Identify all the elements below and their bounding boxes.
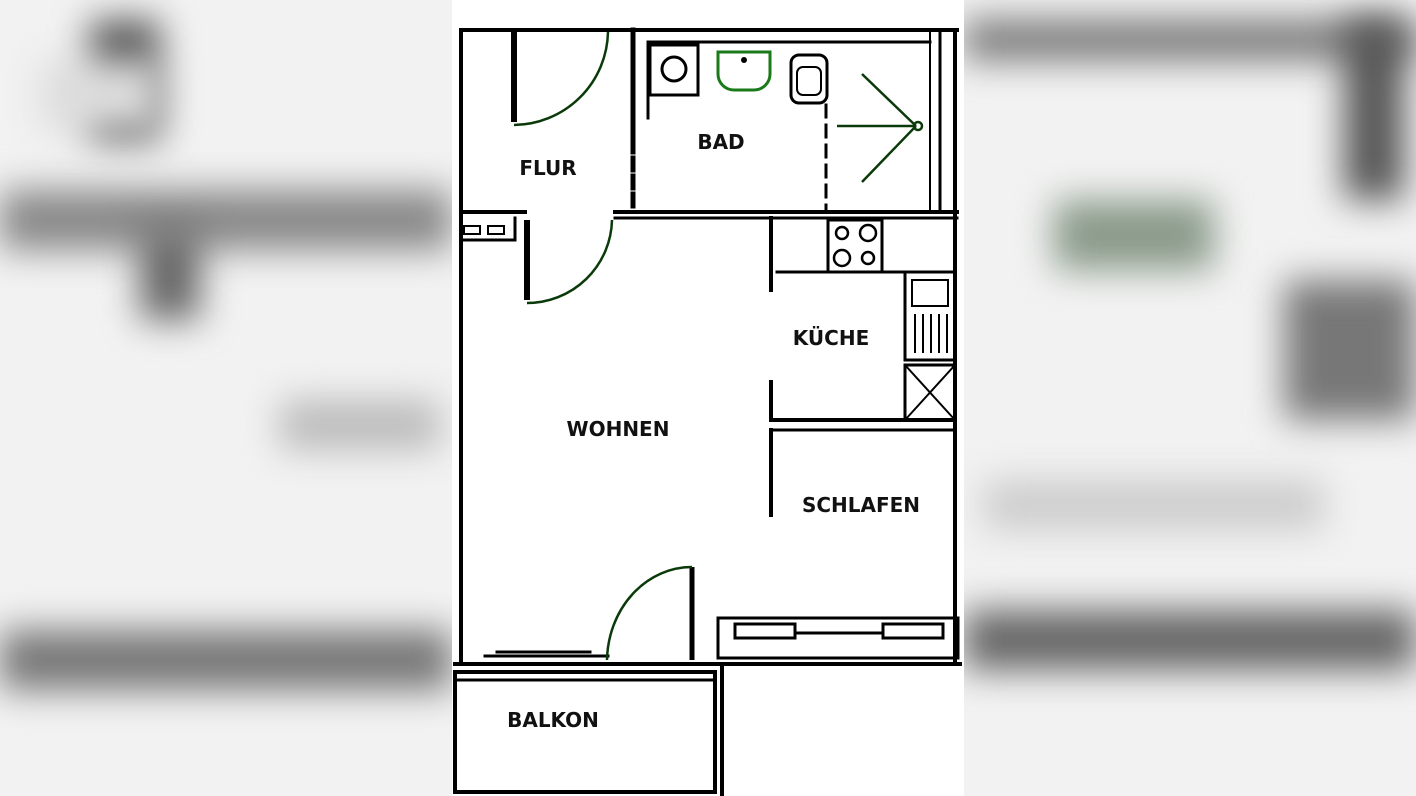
- door-swing-arc: [526, 219, 614, 305]
- bath-fixtures: [648, 43, 924, 183]
- room-label-flur: FLUR: [519, 156, 576, 180]
- toilet-icon: [789, 53, 829, 105]
- doors: [511, 31, 695, 661]
- room-label-kueche: KÜCHE: [793, 326, 869, 350]
- room-label-balkon: BALKON: [507, 708, 599, 732]
- room-label-schlafen: SCHLAFEN: [802, 493, 920, 517]
- shower-icon: [837, 73, 924, 183]
- cooktop-icon: [832, 223, 878, 268]
- door-swing-arc: [513, 31, 610, 127]
- blurred-background-right: [964, 0, 1416, 796]
- washing-machine-icon: [648, 43, 700, 97]
- blurred-background-left: [0, 0, 452, 796]
- washbasin-icon: [716, 50, 772, 92]
- door-swing-arc: [605, 565, 693, 661]
- walls: [453, 27, 962, 796]
- room-label-wohnen: WOHNEN: [567, 417, 670, 441]
- room-label-bad: BAD: [697, 130, 744, 154]
